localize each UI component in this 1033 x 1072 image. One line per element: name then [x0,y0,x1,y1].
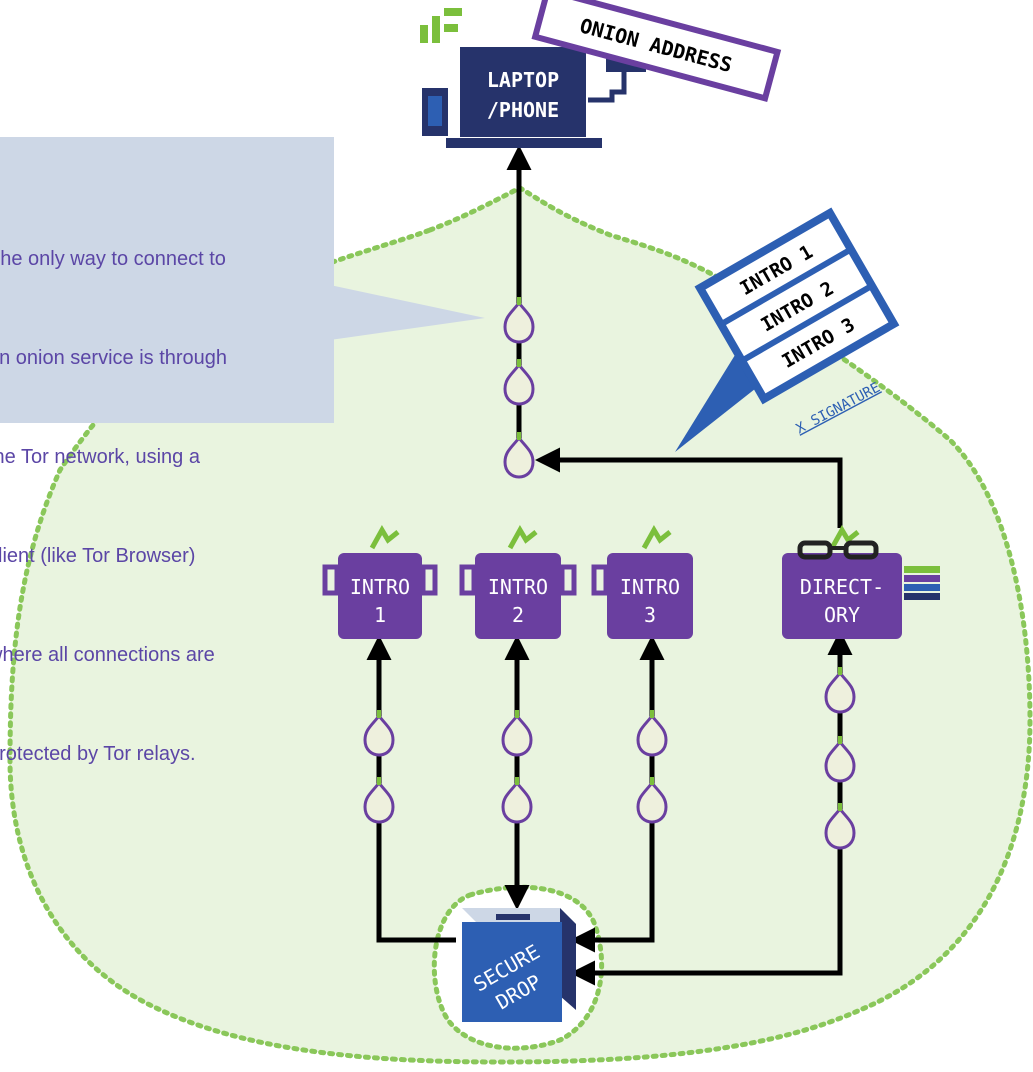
laptop-base [446,138,602,148]
books-icon [904,566,940,600]
callout-line: an onion service is through [0,347,228,369]
relay-onion [636,710,668,757]
callout-tail [330,285,485,340]
laptop-screen [460,47,586,137]
descriptor-card-tail [675,355,760,452]
relay-onion [636,777,668,824]
relay-onion [363,710,395,757]
directory-node: DIRECT- ORY [782,525,940,639]
callout-line: The only way to connect to [0,248,226,270]
relay-onion [363,777,395,824]
intro-point-2: INTRO 2 [459,525,577,639]
intro-1-line1: INTRO [350,575,410,599]
callout-line: client (like Tor Browser) [0,545,196,567]
intro-point-1: INTRO 1 [322,525,438,639]
relay-onion [824,736,856,783]
callout-line: protected by Tor relays. [0,743,196,765]
tor-relays [363,297,856,850]
directory-line1: DIRECT- [800,575,884,599]
callout-line: where all connections are [0,644,215,666]
intro-3-line2: 3 [644,603,656,627]
relay-onion [824,803,856,850]
callout-text: The only way to connect to an onion serv… [0,177,308,837]
directory-line2: ORY [824,603,860,627]
relay-onion [503,359,535,406]
laptop-label-line1: LAPTOP [487,68,559,92]
relay-onion [501,710,533,757]
wifi-icon [420,25,428,43]
descriptor-card: INTRO 1 INTRO 2 INTRO 3 [694,207,900,405]
relay-onion [503,432,535,479]
plug-cable [588,70,627,103]
intro-2-line1: INTRO [488,575,548,599]
securedrop-box: SECURE DROP [462,908,576,1022]
path-directory-to-client [535,447,843,528]
intro-point-3: INTRO 3 [591,525,693,639]
callout-line: the Tor network, using a [0,446,200,468]
intro-2-line2: 2 [512,603,524,627]
glasses-icon [797,540,879,560]
intro-1-line2: 1 [374,603,386,627]
relay-onion [824,667,856,714]
laptop-label-line2: /PHONE [487,98,559,122]
relay-onion [503,297,535,344]
intro-3-line1: INTRO [620,575,680,599]
relay-onion [501,777,533,824]
explanation-callout: The only way to connect to an onion serv… [0,137,334,765]
